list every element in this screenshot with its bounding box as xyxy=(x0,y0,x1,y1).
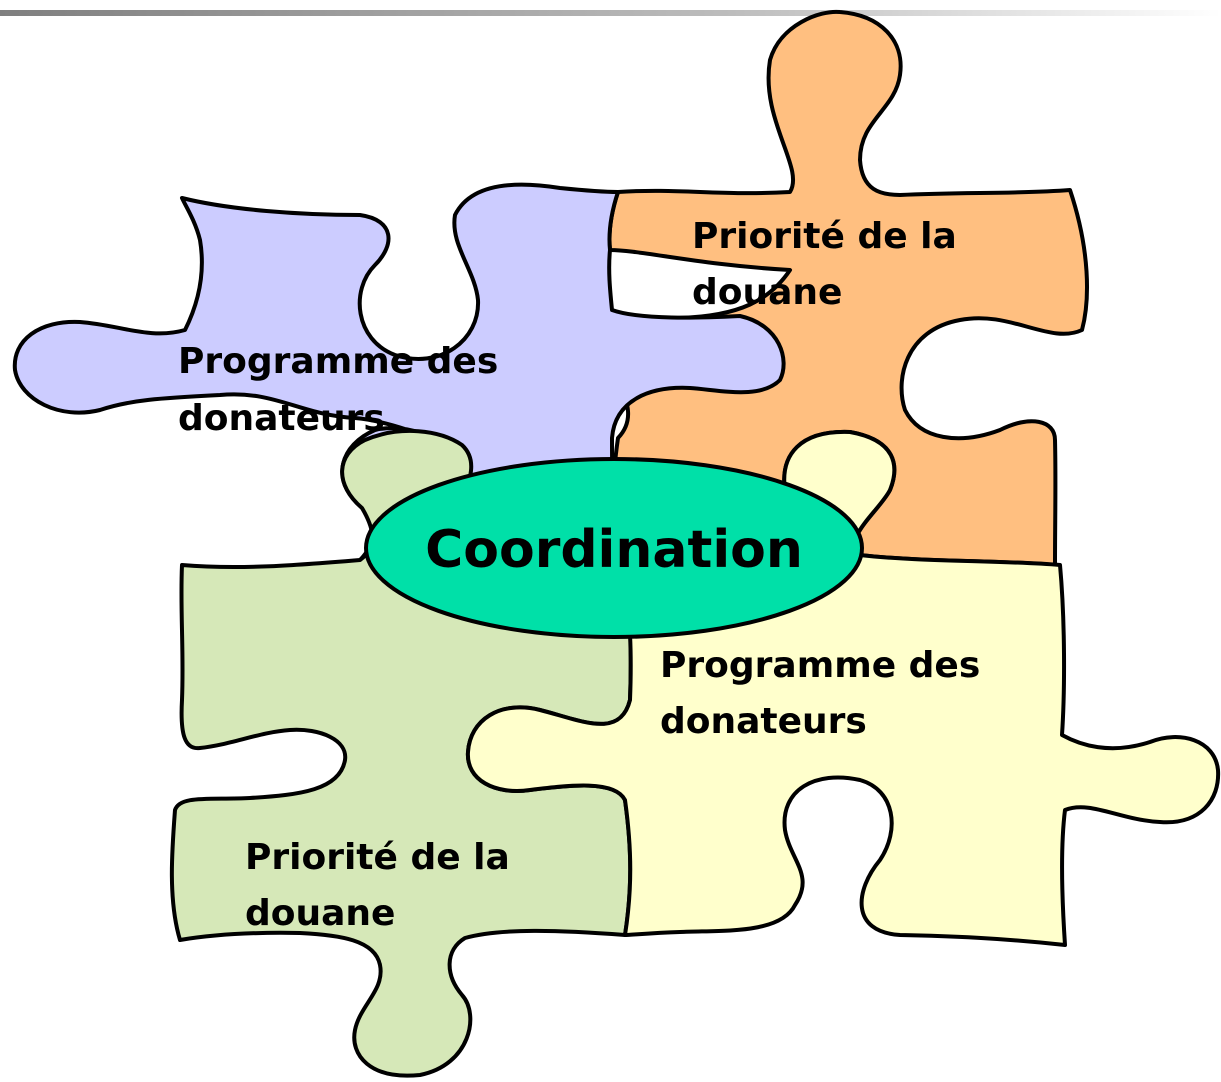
label-top-right-line2: douane xyxy=(692,272,842,313)
puzzle-piece-bottom-right xyxy=(465,429,1221,947)
label-bottom-right-line1: Programme des xyxy=(660,645,980,686)
label-top-right-line1: Priorité de la xyxy=(692,216,957,257)
label-bottom-left-line2: douane xyxy=(245,893,395,934)
label-bottom-left-line1: Priorité de la xyxy=(245,837,510,878)
label-bottom-right-line2: donateurs xyxy=(660,701,867,742)
coordination-label: Coordination xyxy=(425,520,803,580)
header-bar xyxy=(0,10,1221,16)
coordination-ellipse xyxy=(364,457,864,639)
label-top-left-line2: donateurs xyxy=(178,398,385,439)
label-top-left-line1: Programme des xyxy=(178,341,498,382)
